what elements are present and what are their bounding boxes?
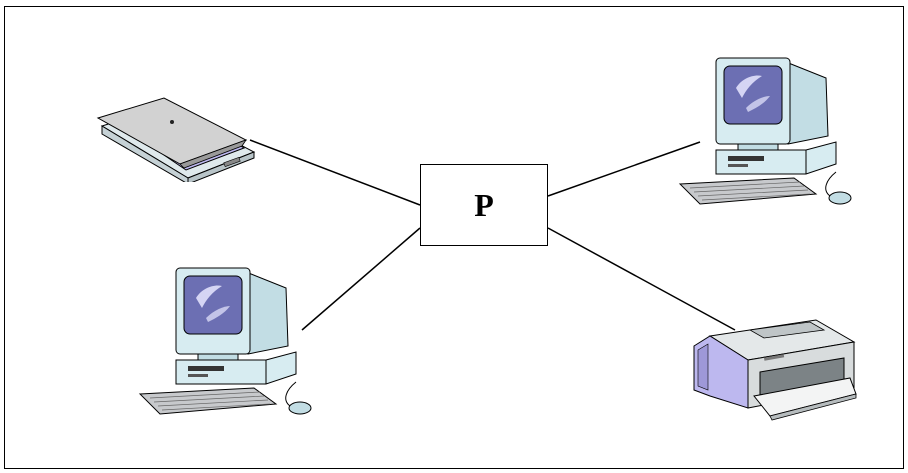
link-scanner: [249, 139, 421, 206]
hub-box: P: [420, 164, 548, 246]
link-computer-right: [547, 141, 701, 197]
scanner-icon: [96, 97, 256, 182]
hub-label: P: [474, 186, 494, 223]
link-printer: [547, 227, 736, 331]
printer-icon: [693, 319, 857, 421]
link-computer-left: [301, 227, 421, 331]
computer-icon: [138, 267, 312, 415]
computer-icon: [678, 57, 852, 205]
